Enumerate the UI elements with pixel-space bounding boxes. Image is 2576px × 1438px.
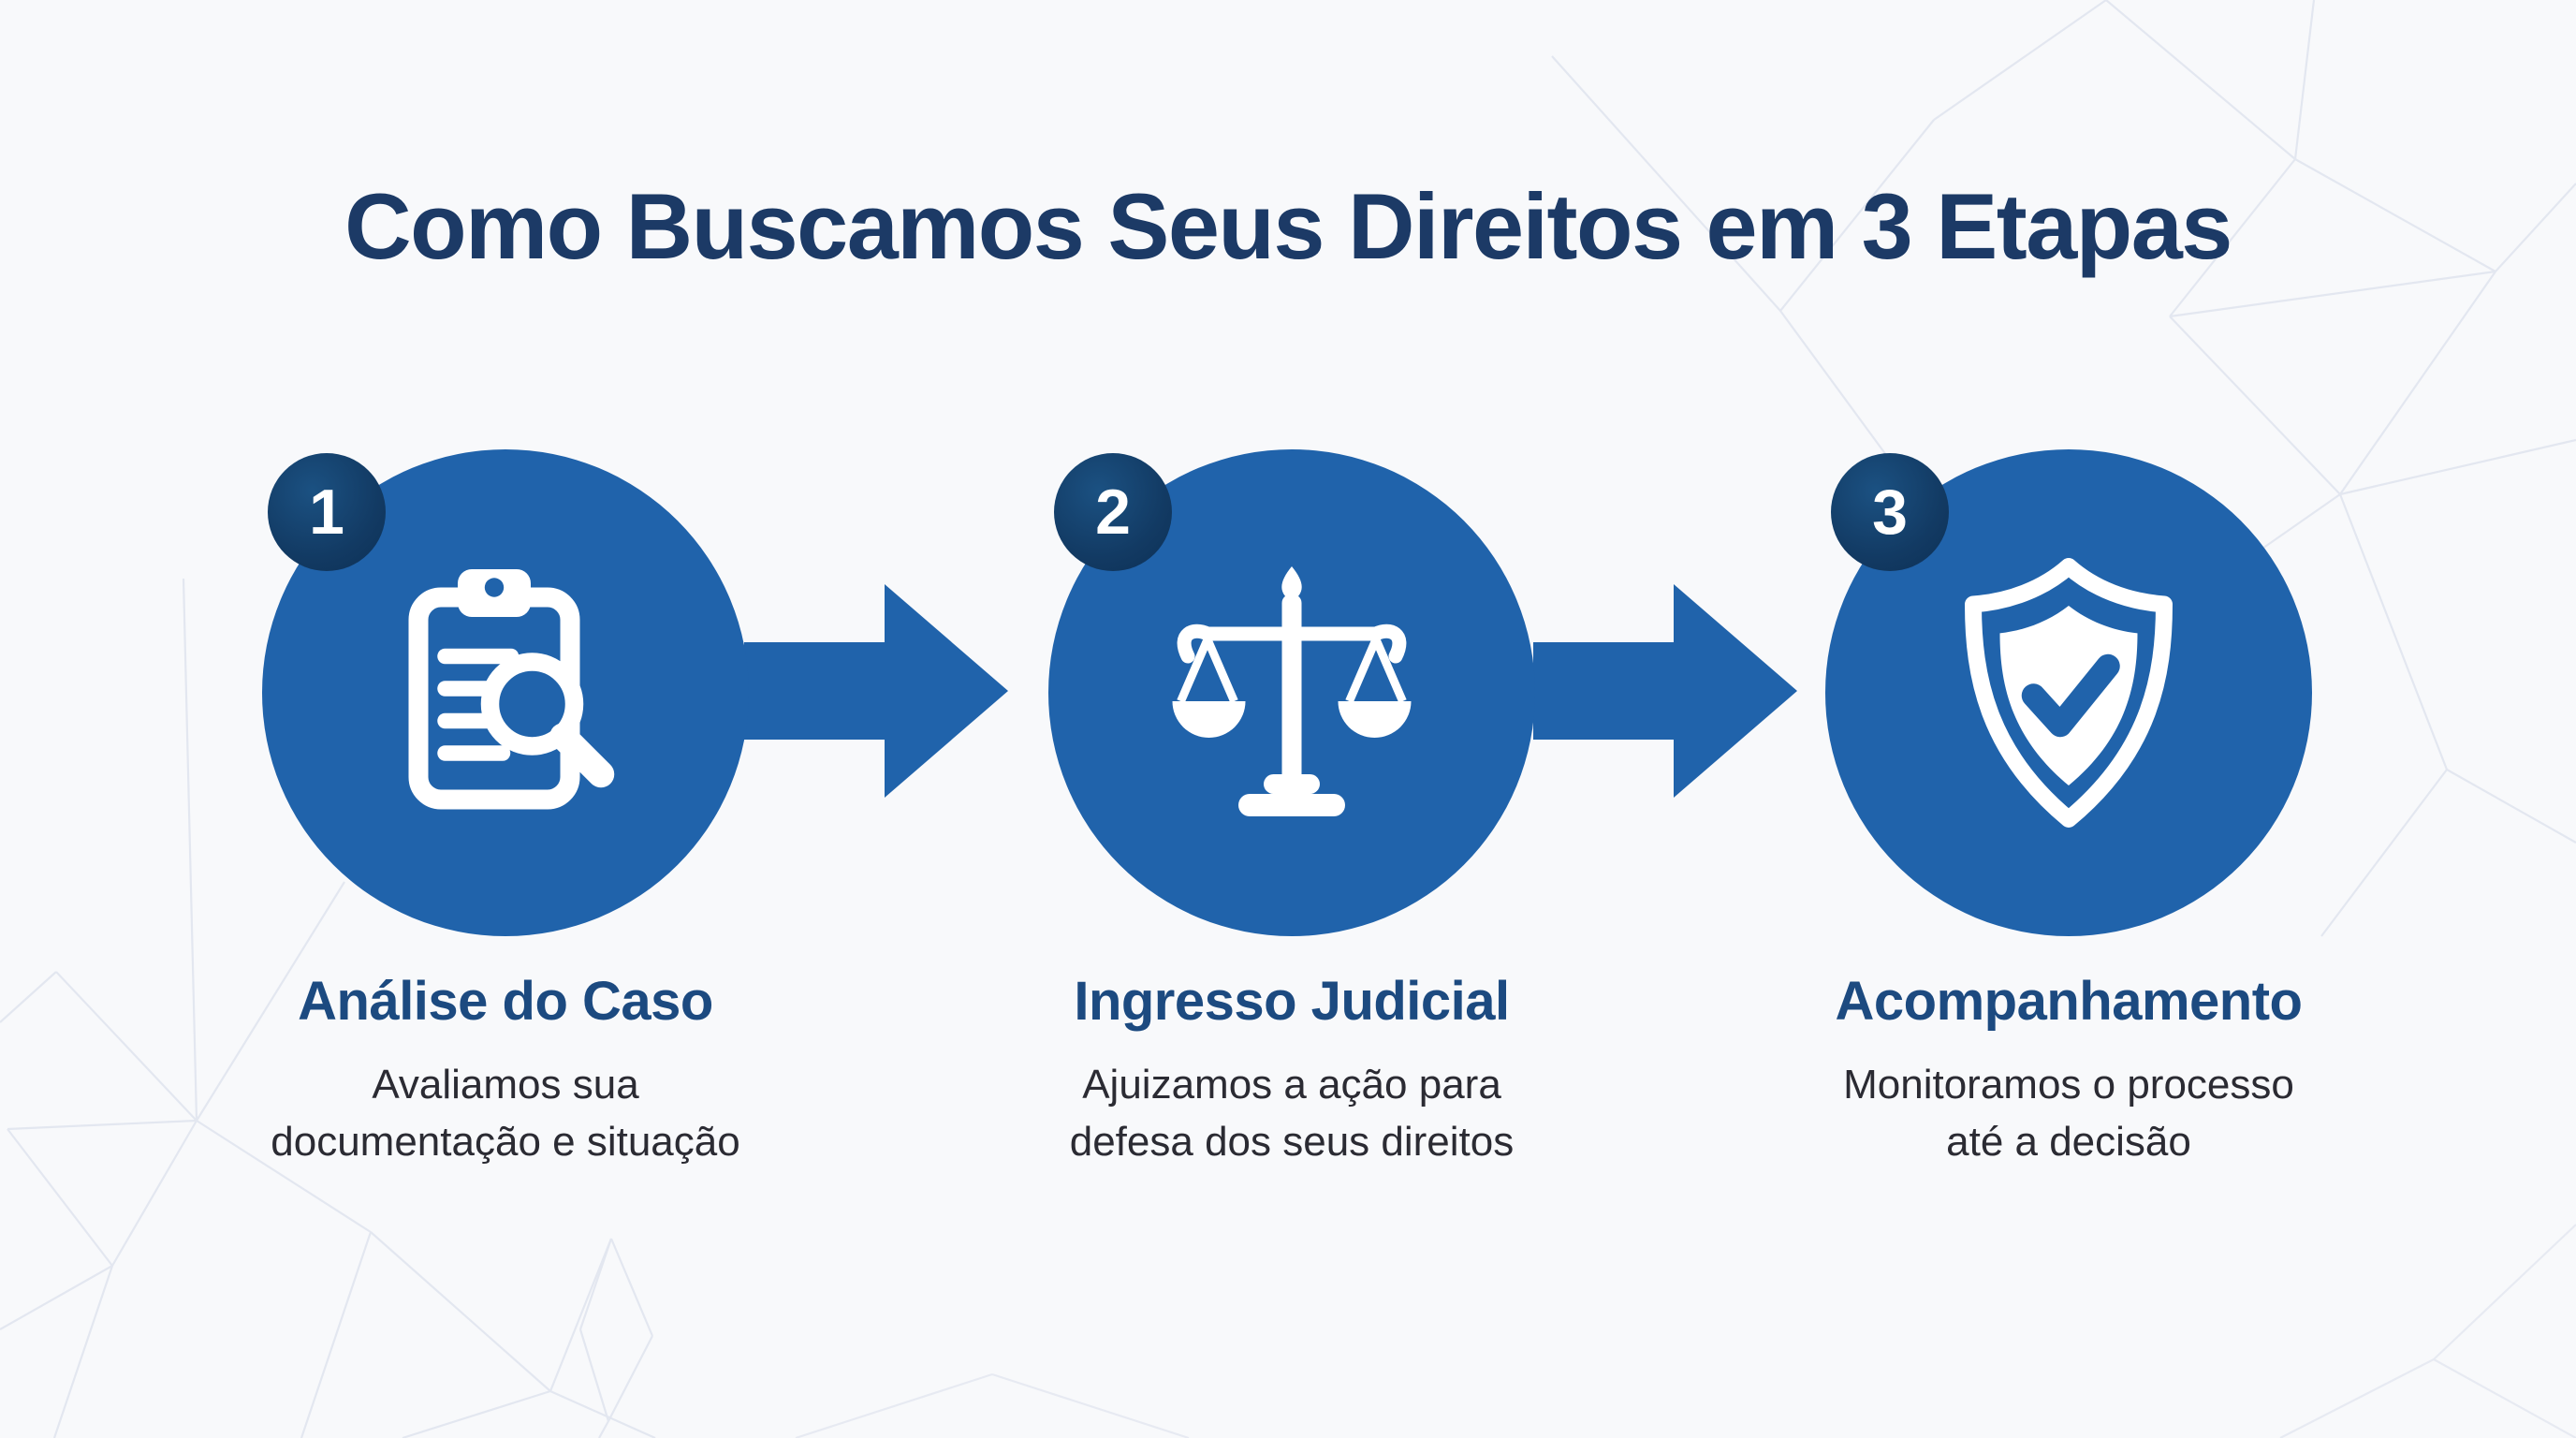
step-3-description-line-2: até a decisão bbox=[1946, 1119, 2191, 1165]
step-2-number-badge: 2 bbox=[1054, 453, 1172, 571]
step-3-description: Monitoramos o processo até a decisão bbox=[1741, 1056, 2396, 1170]
step-1-description-line-1: Avaliamos sua bbox=[372, 1062, 639, 1108]
step-2-number: 2 bbox=[1095, 477, 1131, 548]
step-3-description-line-1: Monitoramos o processo bbox=[1843, 1062, 2294, 1108]
page-title: Como Buscamos Seus Direitos em 3 Etapas bbox=[344, 174, 2232, 278]
step-1-number-badge: 1 bbox=[268, 453, 386, 571]
clipboard-search-icon bbox=[408, 569, 615, 810]
step-2-title: Ingresso Judicial bbox=[1074, 971, 1510, 1032]
step-2-description: Ajuizamos a ação para defesa dos seus di… bbox=[964, 1056, 1619, 1170]
step-1-circle: 1 bbox=[262, 449, 749, 936]
step-2-description-line-1: Ajuizamos a ação para bbox=[1082, 1062, 1501, 1108]
step-1-description: Avaliamos sua documentação e situação bbox=[178, 1056, 833, 1170]
step-3-number: 3 bbox=[1872, 477, 1908, 548]
step-1-title: Análise do Caso bbox=[298, 971, 713, 1032]
step-2-circle: 2 bbox=[1048, 449, 1535, 936]
step-2-description-line-2: defesa dos seus direitos bbox=[1069, 1119, 1515, 1165]
step-3-circle: 3 bbox=[1825, 449, 2312, 936]
step-3-title: Acompanhamento bbox=[1835, 971, 2303, 1032]
step-1-description-line-2: documentação e situação bbox=[271, 1119, 740, 1165]
step-1-number: 1 bbox=[309, 477, 344, 548]
arrow-right-icon bbox=[1533, 584, 1797, 798]
step-3-number-badge: 3 bbox=[1831, 453, 1949, 571]
arrow-right-icon bbox=[744, 584, 1008, 798]
shield-check-icon bbox=[1965, 558, 2173, 828]
scales-of-justice-icon bbox=[1172, 566, 1412, 816]
